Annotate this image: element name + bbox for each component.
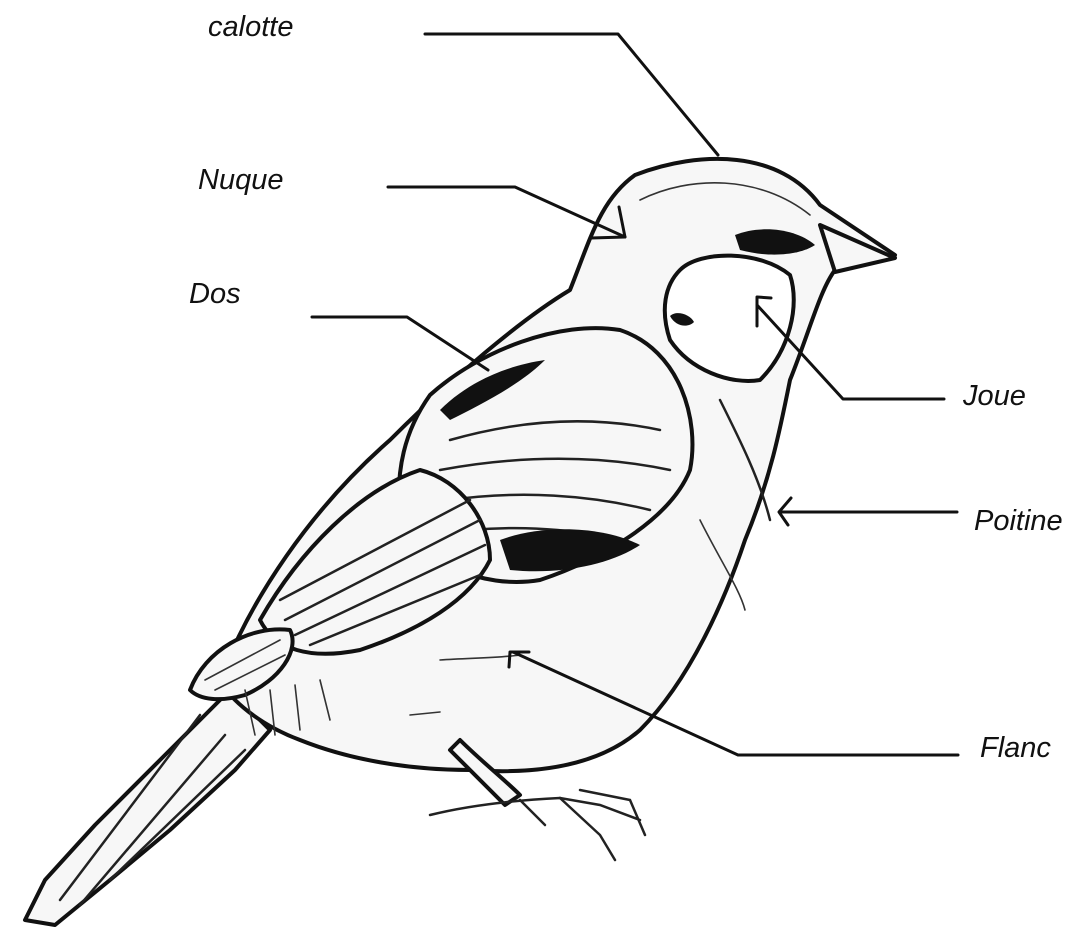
label-flanc: Flanc [980, 734, 1051, 763]
label-joue: Joue [963, 382, 1026, 411]
leader-nuque [388, 187, 625, 237]
bird-tail [25, 690, 270, 925]
label-calotte: calotte [208, 13, 293, 42]
label-nuque: Nuque [198, 166, 283, 195]
leader-calotte [425, 34, 718, 155]
label-poitine: Poitine [974, 507, 1063, 536]
label-dos: Dos [189, 280, 241, 309]
bird-illustration [25, 159, 895, 925]
leader-dos [312, 317, 488, 370]
